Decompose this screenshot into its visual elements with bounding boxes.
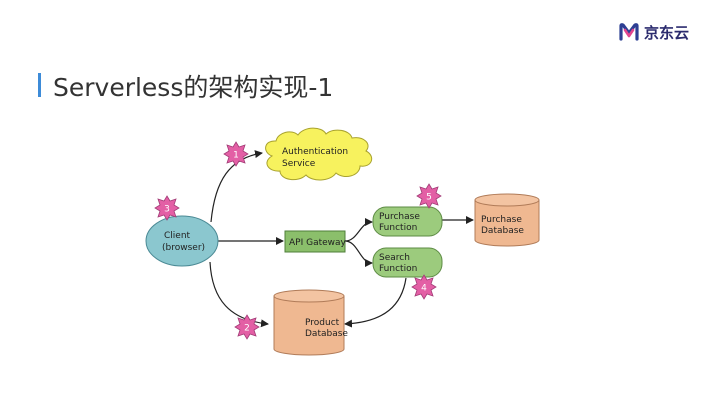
badge-3: 3 <box>154 195 180 221</box>
auth-label-line1: Authentication <box>282 147 348 157</box>
search-function-label-line1: Search <box>379 253 410 263</box>
arrow-client-to-product-db <box>209 261 269 328</box>
client-label-line1: Client <box>164 231 191 241</box>
title-accent-bar <box>38 73 41 97</box>
arrow-gateway-to-search <box>344 240 373 267</box>
auth-service-cloud: Authentication Service <box>265 127 373 181</box>
badge-3-label: 3 <box>164 205 170 215</box>
badge-4: 4 <box>411 274 437 300</box>
product-db-label-line1: Product <box>305 318 340 328</box>
product-database-node: Product Database <box>273 289 348 356</box>
badge-5: 5 <box>416 183 442 209</box>
badge-1-label: 1 <box>233 151 239 161</box>
arrow-client-to-auth <box>210 150 263 223</box>
purchase-function-node: Purchase Function <box>372 206 443 237</box>
search-function-label-line2: Function <box>379 264 417 274</box>
purchase-db-label-line1: Purchase <box>481 215 522 225</box>
api-gateway-node: API Gateway <box>284 230 347 253</box>
jdcloud-logo: 京东云 <box>618 20 689 44</box>
gateway-label: API Gateway <box>289 238 347 248</box>
purchase-function-label-line2: Function <box>379 223 417 233</box>
arrow-gateway-to-purchase <box>344 218 373 242</box>
purchase-db-label-line2: Database <box>481 226 524 236</box>
badge-1: 1 <box>223 141 249 167</box>
logo-text: 京东云 <box>644 23 690 42</box>
purchase-function-label-line1: Purchase <box>379 212 420 222</box>
badge-2-label: 2 <box>244 324 250 334</box>
client-label-line2: (browser) <box>162 243 205 253</box>
product-db-label-line2: Database <box>305 329 348 339</box>
auth-label-line2: Service <box>282 159 316 169</box>
client-node: Client (browser) <box>145 215 219 267</box>
arrow-search-to-product-db <box>344 277 407 328</box>
badge-2: 2 <box>234 314 260 340</box>
badge-4-label: 4 <box>421 284 427 294</box>
purchase-database-node: Purchase Database <box>474 193 540 247</box>
search-function-node: Search Function <box>372 247 443 278</box>
badge-5-label: 5 <box>426 193 432 203</box>
page-title: Serverless的架构实现-1 <box>53 73 334 102</box>
jdcloud-logo-icon <box>619 23 639 41</box>
